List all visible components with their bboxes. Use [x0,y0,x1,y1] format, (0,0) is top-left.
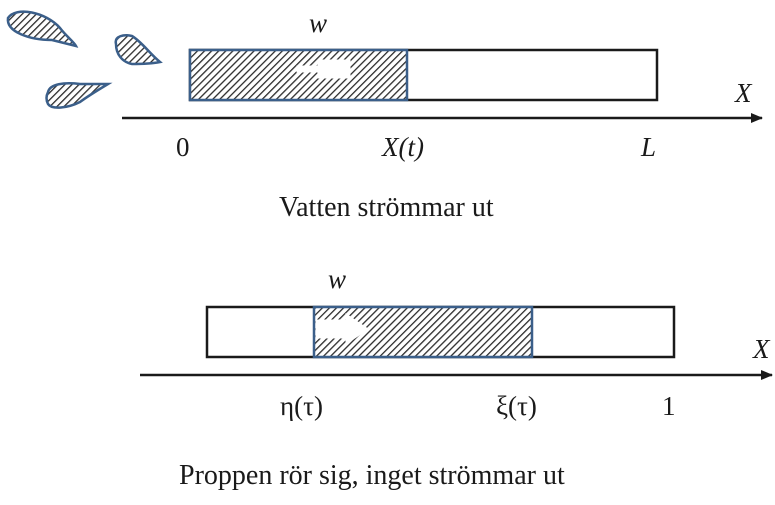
droplet-1 [6,10,79,48]
droplet-3 [45,82,113,109]
top-tube [188,48,659,102]
bottom-tick-eta: η(τ) [280,391,323,421]
bottom-axis-label: X [753,334,770,364]
top-tick-zero: 0 [176,132,190,162]
top-axis-label: X [735,78,752,108]
bottom-tube [205,305,676,359]
top-tick-length: L [641,132,657,162]
top-velocity-arrow-icon [296,59,351,79]
top-water-column [188,48,409,102]
water-droplets [6,10,163,109]
top-caption: Vatten strömmar ut [279,192,494,223]
droplet-2 [114,34,163,66]
bottom-velocity-label: w [328,264,347,294]
bottom-caption: Proppen rör sig, inget strömmar ut [179,460,565,491]
top-tick-position: X(t) [382,132,424,162]
bottom-tick-one: 1 [662,391,676,421]
top-velocity-label: w [309,8,328,38]
bottom-velocity-arrow-icon [315,313,369,345]
bottom-tick-xi: ξ(τ) [496,391,537,421]
